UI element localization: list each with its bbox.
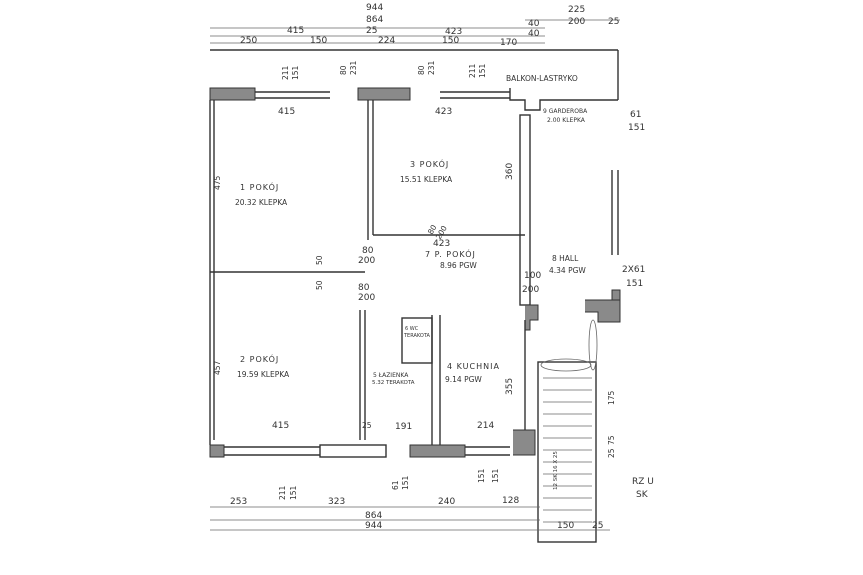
dim-80-d1: 80 [362, 246, 374, 256]
dim-80-d3: 80 [426, 223, 439, 236]
dim-80b: 80 [417, 65, 426, 75]
dim-bottom-61: 61 [391, 480, 400, 490]
dim-457: 457 [213, 360, 222, 375]
room-5-area: 5.32 TERAKOTA [372, 380, 415, 386]
dim-bottom-944: 944 [365, 521, 382, 531]
dim-151-hall: 151 [626, 279, 643, 289]
dim-211b: 211 [468, 63, 477, 78]
dim-225: 225 [568, 5, 585, 15]
dim-80-d2: 80 [358, 283, 370, 293]
dim-200-d2: 200 [358, 293, 375, 303]
dim-40a: 40 [528, 19, 540, 29]
dim-bottom-864: 864 [365, 511, 382, 521]
dim-211: 211 [281, 65, 290, 80]
dim-200-hall: 200 [522, 285, 539, 295]
room-6-name: 6 WC [405, 326, 419, 332]
dim-191: 191 [395, 422, 412, 432]
room-8-name: 8 HALL [552, 254, 579, 263]
dim-360: 360 [505, 163, 515, 180]
dim-150-bottom: 150 [557, 521, 574, 531]
room-7-name: 7 P. POKÓJ [425, 248, 476, 259]
dim-475: 475 [213, 175, 222, 190]
dim-323: 323 [328, 497, 345, 507]
title-fragment-2: SK [636, 490, 649, 500]
dim-170: 170 [500, 38, 517, 48]
dim-25: 25 [366, 26, 377, 36]
dim-128: 128 [502, 496, 519, 506]
room-9-area: 2.00 KLEPKA [547, 117, 586, 124]
room-3-name: 3 POKÓJ [410, 158, 449, 169]
room-8-area: 4.34 PGW [549, 266, 586, 275]
dim-25-bottom2: 25 [592, 521, 603, 531]
dim-250: 250 [240, 36, 257, 46]
dim-25b: 25 [608, 17, 619, 27]
dim-231b: 231 [427, 60, 436, 75]
dim-bottom-151c: 151 [477, 468, 486, 483]
dim-423-p: 423 [433, 239, 450, 249]
dim-423-inner: 423 [435, 107, 452, 117]
dim-bottom-151: 151 [289, 485, 298, 500]
dim-25-bottom: 25 [362, 421, 372, 430]
dim-61: 61 [630, 110, 641, 120]
room-4-name: 4 KUCHNIA [447, 362, 500, 371]
dim-200: 200 [568, 17, 585, 27]
dim-bottom-151d: 151 [491, 468, 500, 483]
dim-415-bottom: 415 [272, 421, 289, 431]
dim-355: 355 [505, 378, 515, 395]
top-dimension-lines [210, 19, 620, 100]
dim-40b: 40 [528, 29, 540, 39]
dim-231: 231 [349, 60, 358, 75]
dim-100: 100 [524, 271, 541, 281]
room-5-name: 5 ŁAZIENKA [373, 372, 409, 379]
walls [209, 87, 621, 458]
room-2-name: 2 POKÓJ [240, 353, 279, 364]
dim-bottom-211: 211 [278, 485, 287, 500]
dim-150: 150 [310, 36, 327, 46]
dim-overall-864: 864 [366, 15, 383, 25]
title-fragment-1: RZ U [632, 477, 654, 487]
dim-bottom-151b: 151 [401, 475, 410, 490]
dim-50a: 50 [315, 255, 324, 265]
room-4-area: 9.14 PGW [445, 375, 482, 384]
dim-2x61: 2X61 [622, 265, 645, 275]
dim-415: 415 [287, 26, 304, 36]
staircase [537, 319, 598, 543]
room-7-area: 8.96 PGW [440, 261, 477, 270]
stairs-label: 12 SK 16 X 25 [553, 451, 559, 490]
room-2-area: 19.59 KLEPKA [237, 370, 290, 379]
dim-151-garderoba: 151 [628, 123, 645, 133]
dim-overall-944: 944 [366, 3, 383, 13]
dim-175: 175 [607, 390, 616, 405]
dim-25-stair: 25 [607, 448, 616, 458]
dim-151b: 151 [478, 63, 487, 78]
bottom-dimension-lines [210, 506, 610, 531]
dim-240: 240 [438, 497, 455, 507]
dim-214: 214 [477, 421, 494, 431]
dim-151: 151 [291, 65, 300, 80]
room-1-name: 1 POKÓJ [240, 181, 279, 192]
dim-253: 253 [230, 497, 247, 507]
dim-224: 224 [378, 36, 395, 46]
room-9-name: 9 GARDEROBA [543, 108, 588, 115]
dim-150b: 150 [442, 36, 459, 46]
dim-50b: 50 [315, 280, 324, 290]
dim-423: 423 [445, 27, 462, 37]
room-3-area: 15.51 KLEPKA [400, 175, 453, 184]
dim-75: 75 [607, 435, 616, 445]
dim-415-inner: 415 [278, 107, 295, 117]
balcony-label: BALKON-LASTRYKO [506, 74, 578, 83]
room-1-area: 20.32 KLEPKA [235, 198, 288, 207]
dim-80: 80 [339, 65, 348, 75]
room-6-area: TERAKOTA [403, 333, 431, 339]
dim-200-d1: 200 [358, 256, 375, 266]
